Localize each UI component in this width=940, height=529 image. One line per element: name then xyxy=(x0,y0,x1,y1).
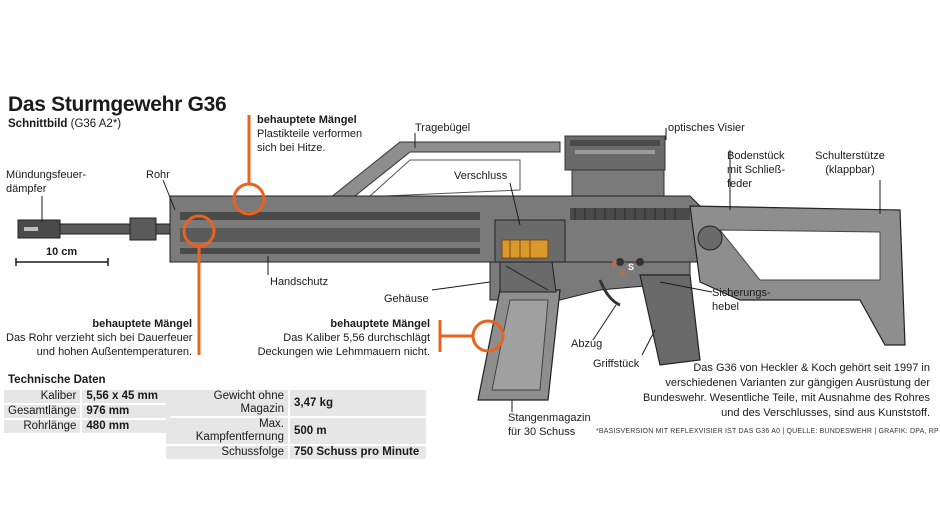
optical-sight xyxy=(564,135,666,199)
table-row: Max. Kampfentfernung 500 m xyxy=(166,418,426,444)
label-trigger: Abzug xyxy=(571,338,603,350)
defect-text-line: Deckungen wie Lehmmauern nicht. xyxy=(257,346,430,358)
receiver-upper xyxy=(169,195,701,263)
defect-text-line: und hohen Außentemperaturen. xyxy=(36,346,192,358)
label-barrel: Rohr xyxy=(146,169,170,181)
defect-text-line: Das Kaliber 5,56 durchschlägt xyxy=(283,332,430,344)
table-row: Gewicht ohne Magazin 3,47 kg xyxy=(166,390,426,416)
spec-key: Schussfolge xyxy=(166,446,288,459)
spec-key: Gesamtlänge xyxy=(4,405,81,418)
spec-value: 500 m xyxy=(288,418,426,444)
label-butt-piece-line1: Bodenstück xyxy=(727,150,785,162)
specs-title: Technische Daten xyxy=(8,374,106,386)
selector-letter-s: S xyxy=(628,262,635,272)
label-butt-piece-line3: feder xyxy=(727,178,753,190)
label-butt-piece: Bodenstück mit Schließ- feder xyxy=(727,149,785,191)
defect-heading: behauptete Mängel xyxy=(92,318,192,330)
spec-key: Rohrlänge xyxy=(4,420,81,433)
spec-key: Gewicht ohne Magazin xyxy=(166,390,288,416)
defect-heading: behauptete Mängel xyxy=(330,318,430,330)
label-grip: Griffstück xyxy=(593,358,640,370)
label-optical-sight: optisches Visier xyxy=(668,122,745,134)
label-magazine-line2: für 30 Schuss xyxy=(508,426,576,438)
note-line: Bundeswehr. Wesentliche Teile, mit Ausna… xyxy=(643,392,930,404)
table-row: Schussfolge 750 Schuss pro Minute xyxy=(166,446,426,459)
defect-text-line: Plastikteile verformen xyxy=(257,128,363,140)
defect-text-line: Das Rohr verzieht sich bei Dauerfeuer xyxy=(6,332,193,344)
table-row: Rohrlänge 480 mm xyxy=(4,420,171,433)
buttstock xyxy=(689,205,906,346)
spec-value: 5,56 x 45 mm xyxy=(80,390,171,403)
magazine xyxy=(477,261,561,401)
label-receiver: Gehäuse xyxy=(384,293,429,305)
label-safety-line2: hebel xyxy=(712,301,739,313)
selector-letter-f: F xyxy=(612,260,618,270)
spec-value: 480 mm xyxy=(80,420,171,433)
info-note: Das G36 von Heckler & Koch gehört seit 1… xyxy=(608,361,930,421)
note-line: Das G36 von Heckler & Koch gehört seit 1… xyxy=(693,362,930,374)
leader-lines xyxy=(41,128,881,412)
carry-handle xyxy=(328,141,561,201)
note-line: verschiedenen Varianten zur gängigen Aus… xyxy=(665,377,930,389)
label-magazine-line1: Stangenmagazin xyxy=(508,412,591,424)
table-row: Kaliber 5,56 x 45 mm xyxy=(4,390,171,403)
label-bolt: Verschluss xyxy=(454,170,508,182)
label-shoulder-stock-line1: Schulterstütze xyxy=(815,150,885,162)
label-shoulder-stock: Schulterstütze (klappbar) xyxy=(806,149,894,177)
bolt xyxy=(494,219,566,265)
spec-value: 750 Schuss pro Minute xyxy=(288,446,426,459)
defect-text-line: sich bei Hitze. xyxy=(257,142,326,154)
subtitle-rest: (G36 A2*) xyxy=(70,118,122,130)
pistol-grip xyxy=(639,274,701,366)
spec-value: 3,47 kg xyxy=(288,390,426,416)
label-carry-handle: Tragebügel xyxy=(415,122,471,134)
label-butt-piece-line2: mit Schließ- xyxy=(727,164,786,176)
label-shoulder-stock-line2: (klappbar) xyxy=(825,164,875,176)
spec-key: Max. Kampfentfernung xyxy=(166,418,288,444)
defect-callout-barrel: behauptete Mängel Das Rohr verzieht sich… xyxy=(6,317,192,359)
subtitle-bold: Schnittbild xyxy=(8,118,68,130)
source-credit: *BASISVERSION MIT REFLEXVISIER IST DAS G… xyxy=(596,428,939,435)
spec-key: Kaliber xyxy=(4,390,81,403)
defect-callout-calibre: behauptete Mängel Das Kaliber 5,56 durch… xyxy=(252,317,430,359)
subtitle: Schnittbild (G36 A2*) xyxy=(8,118,121,130)
label-magazine: Stangenmagazin für 30 Schuss xyxy=(508,411,591,439)
defect-heading: behauptete Mängel xyxy=(257,114,357,126)
specs-table-left: Kaliber 5,56 x 45 mm Gesamtlänge 976 mm … xyxy=(4,388,171,435)
label-muzzle-line2: dämpfer xyxy=(6,183,47,195)
barrel xyxy=(17,217,196,241)
specs-table-right: Gewicht ohne Magazin 3,47 kg Max. Kampfe… xyxy=(166,388,426,461)
table-row: Gesamtlänge 976 mm xyxy=(4,405,171,418)
label-muzzle-line1: Mündungsfeuer- xyxy=(6,169,87,181)
spec-value: 976 mm xyxy=(80,405,171,418)
defect-markers xyxy=(182,115,505,355)
label-safety: Sicherungs- hebel xyxy=(712,286,771,314)
page-title: Das Sturmgewehr G36 xyxy=(8,93,227,116)
note-line: und des Verschlusses, sind aus Kunststof… xyxy=(721,407,930,419)
scale-bar xyxy=(15,258,109,266)
label-safety-line1: Sicherungs- xyxy=(712,287,771,299)
scale-label: 10 cm xyxy=(46,246,78,258)
selector-letter-e: E xyxy=(620,268,627,278)
defect-callout-plastic: behauptete Mängel Plastikteile verformen… xyxy=(257,113,362,155)
label-muzzle: Mündungsfeuer- dämpfer xyxy=(6,168,86,196)
label-handguard: Handschutz xyxy=(270,276,329,288)
